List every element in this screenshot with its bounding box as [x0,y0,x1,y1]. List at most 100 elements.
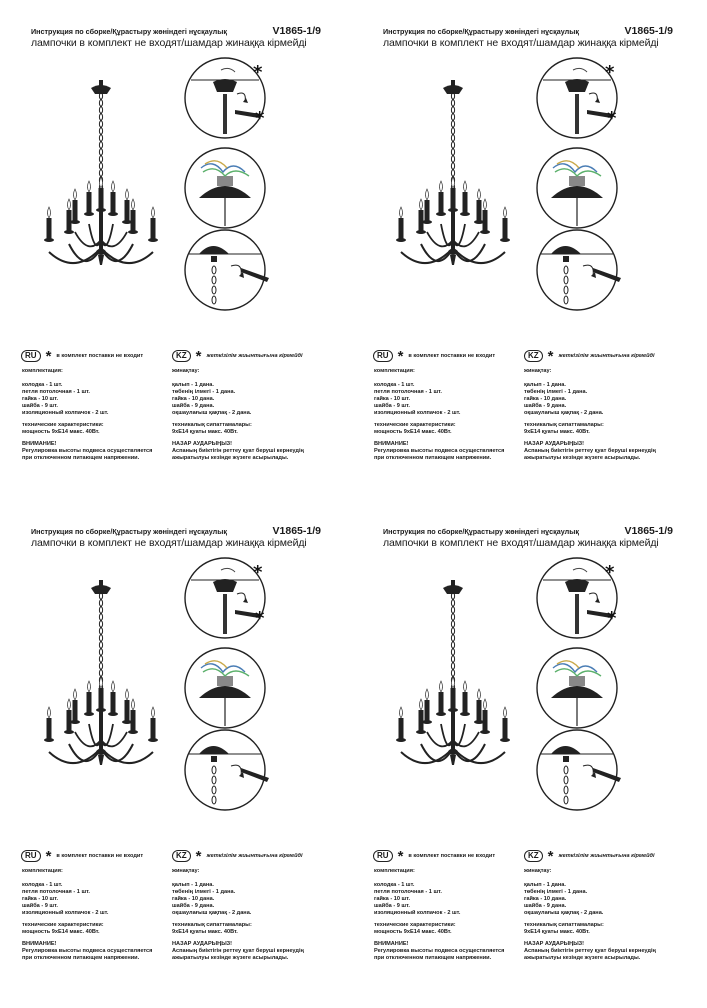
contents-item: шайба - 9 шт. [374,403,410,409]
svg-text:*: * [607,608,617,629]
warning-heading: ВНИМАНИЕ! [374,941,409,947]
model-number: V1865-1/9 [272,525,321,537]
model-number: V1865-1/9 [272,25,321,37]
bulbs-not-included-note: лампочки в комплект не входят/шамдар жин… [31,37,307,49]
wiring-connection-step [183,146,293,230]
model-number: V1865-1/9 [624,525,673,537]
language-badge-kz: KZ [524,850,543,862]
bulbs-not-included-note: лампочки в комплект не входят/шамдар жин… [31,537,307,549]
warning-heading: НАЗАР АУДАРЫҢЫЗ! [524,441,585,447]
contents-item: петля потолочная - 1 шт. [22,389,90,395]
contents-item: изоляционный колпачок - 2 шт. [22,910,109,916]
specs-heading: техникалық сипаттамалары: [524,922,604,928]
text-column-ru: комплектация:колодка - 1 шт.петля потоло… [374,868,524,962]
chandelier-illustration [387,580,519,810]
warning-text: ажыратылуы кезінде жүзеге асырылады. [172,955,289,961]
text-column-kz: жинақтау:қалып - 1 дана.төбенің ілмегі -… [172,368,332,462]
contents-heading: комплектация: [374,868,415,874]
contents-item: колодка - 1 шт. [374,382,415,388]
specs-heading: техникалық сипаттамалары: [172,922,252,928]
language-badge-kz: KZ [172,350,191,362]
contents-item: шайба - 9 дана. [524,403,567,409]
warning-text: при отключенном питающем напряжении. [22,955,140,961]
specs-value: мощность 9хE14 макс. 40Вт. [374,429,452,435]
instruction-panel: Инструкция по сборке/Құрастыру жөніндегі… [5,18,345,508]
warning-text: Аспаның биіктігін реттеу қуат беруші кер… [172,948,304,954]
contents-item: шайба - 9 шт. [22,403,58,409]
asterisk-icon: * [45,348,52,365]
chandelier-illustration [35,80,167,310]
contents-heading: жинақтау: [172,868,200,874]
header: Инструкция по сборке/Құрастыру жөніндегі… [31,525,321,538]
text-column-kz: жинақтау:қалып - 1 дана.төбенің ілмегі -… [524,868,684,962]
contents-heading: жинақтау: [524,368,552,374]
contents-item: петля потолочная - 1 шт. [374,389,442,395]
header: Инструкция по сборке/Құрастыру жөніндегі… [31,25,321,38]
contents-item: шайба - 9 дана. [172,403,215,409]
warning-text: Регулировка высоты подвеса осуществляетс… [22,448,153,454]
contents-item: төбенің ілмегі - 1 дана. [524,889,588,895]
contents-item: шайба - 9 шт. [374,903,410,909]
model-number: V1865-1/9 [624,25,673,37]
warning-text: Аспаның биіктігін реттеу қуат беруші кер… [172,448,304,454]
warning-heading: НАЗАР АУДАРЫҢЫЗ! [524,941,585,947]
specs-value: 9хE14 қуаты макс. 40Вт. [524,929,590,935]
contents-item: гайка - 10 дана. [524,396,567,402]
not-included-legend: жеткізілім жиынтығына кірмейді [206,853,303,859]
cup-chain-adjust-step [183,228,293,312]
warning-text: при отключенном питающем напряжении. [374,455,492,461]
contents-item: қалып - 1 дана. [172,882,214,888]
language-legend-kz: KZ*жеткізілім жиынтығына кірмейді [172,348,303,365]
contents-item: гайка - 10 дана. [172,396,215,402]
specs-value: мощность 9хE14 макс. 40Вт. [374,929,452,935]
bulbs-not-included-note: лампочки в комплект не входят/шамдар жин… [383,537,659,549]
not-included-legend: в комплект поставки не входит [56,353,144,359]
not-included-legend: в комплект поставки не входит [56,853,144,859]
language-legend-kz: KZ * жеткізілім жиынтығына кірмейді [172,848,303,865]
asterisk-icon: * [195,848,202,865]
language-legend-ru: RU*в комплект поставки не входит [373,349,496,364]
warning-text: ажыратылуы кезінде жүзеге асырылады. [524,955,641,961]
specs-value: мощность 9хE14 макс. 40Вт. [22,429,100,435]
asterisk-icon: * [547,848,554,865]
instruction-title: Инструкция по сборке/Құрастыру жөніндегі… [383,527,579,536]
warning-text: Регулировка высоты подвеса осуществляетс… [374,448,505,454]
warning-text: ажыратылуы кезінде жүзеге асырылады. [172,455,289,461]
svg-text:*: * [605,62,615,83]
asterisk-icon: * [195,348,202,365]
contents-item: изоляционный колпачок - 2 шт. [22,410,109,416]
bulbs-not-included-note: лампочки в комплект не входят/шамдар жин… [383,37,659,49]
contents-item: гайка - 10 шт. [22,896,59,902]
svg-text:*: * [253,62,263,83]
header: Инструкция по сборке/Құрастыру жөніндегі… [383,25,673,38]
ceiling-mount-nut-step: ** [183,556,293,640]
language-badge-kz: KZ [524,350,543,362]
language-badge-kz: KZ [172,850,191,862]
specs-value: 9хE14 қуаты макс. 40Вт. [172,429,238,435]
not-included-legend: в комплект поставки не входит [408,353,496,359]
contents-item: петля потолочная - 1 шт. [22,889,90,895]
specs-value: мощность 9хE14 макс. 40Вт. [22,929,100,935]
contents-item: шайба - 9 шт. [22,903,58,909]
language-badge-ru: RU [21,850,41,862]
language-legend-ru: RU*в комплект поставки не входит [21,849,144,864]
contents-item: шайба - 9 дана. [172,903,215,909]
specs-heading: технические характеристики: [374,422,456,428]
contents-heading: комплектация: [22,368,63,374]
contents-item: колодка - 1 шт. [22,382,63,388]
warning-text: Регулировка высоты подвеса осуществляетс… [22,948,153,954]
language-badge-ru: RU [373,850,393,862]
contents-item: гайка - 10 шт. [22,396,59,402]
cup-chain-adjust-step [535,728,645,812]
text-column-kz: жинақтау:қалып - 1 дана.төбенің ілмегі -… [172,868,332,962]
warning-text: Аспаның биіктігін реттеу қуат беруші кер… [524,948,656,954]
contents-heading: жинақтау: [172,368,200,374]
contents-item: қалып - 1 дана. [524,382,566,388]
contents-heading: жинақтау: [524,868,552,874]
language-legend-kz: KZ*жеткізілім жиынтығына кірмейді [524,848,655,865]
instruction-title: Инструкция по сборке/Құрастыру жөніндегі… [383,27,579,36]
contents-heading: комплектация: [374,368,415,374]
warning-heading: ВНИМАНИЕ! [374,441,409,447]
wiring-connection-step [535,646,645,730]
contents-item: төбенің ілмегі - 1 дана. [524,389,588,395]
